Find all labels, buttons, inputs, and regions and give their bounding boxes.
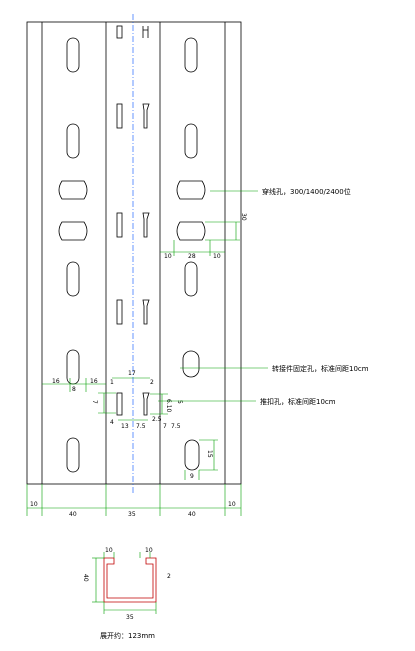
label-unfold-width: 展开约：123mm xyxy=(100,631,155,640)
dim-bottom-center: 35 xyxy=(128,511,136,518)
dim-section-top-left: 10 xyxy=(105,547,113,554)
dim-mid-b: 16 xyxy=(90,378,98,385)
dim-slot-w1: 1 xyxy=(110,379,114,386)
dim-right-d: 2.5 xyxy=(152,416,162,423)
center-slots xyxy=(116,25,150,416)
dim-slot-h1: 7 xyxy=(91,400,98,404)
dim-bottom-right: 40 xyxy=(188,511,196,518)
dim-right-e: 7 xyxy=(163,423,167,430)
dim-bottom-left: 40 xyxy=(69,511,77,518)
dim-bottom-margin-right: 10 xyxy=(228,501,236,508)
dim-slot-w2: 13 xyxy=(121,423,129,430)
wire-hole-dimensions: 10 28 10 30 xyxy=(160,190,258,260)
dim-section-height: 40 xyxy=(82,574,89,582)
dim-right-c: 6.10 xyxy=(165,399,172,413)
label-wire-hole: 穿线孔，300/1400/2400位 xyxy=(262,187,351,196)
dim-wire-left: 10 xyxy=(164,253,172,260)
middle-dimensions: 16 16 8 7 17 1 4 13 7.5 2 6.10 5 2.5 7 7… xyxy=(42,367,268,430)
lower-slot-dimensions: 15 9 xyxy=(184,439,218,480)
dim-slot-w3: 7.5 xyxy=(136,423,146,430)
plate-outline xyxy=(26,14,242,494)
dim-slot-top: 17 xyxy=(128,370,136,377)
dim-section-width: 35 xyxy=(126,614,134,621)
dim-right-b: 5 xyxy=(176,400,183,404)
left-slots xyxy=(66,37,80,473)
dim-lower-h: 15 xyxy=(206,450,213,458)
label-locator-hole: 推扣孔，标准间距10cm xyxy=(260,397,336,406)
dim-mid-c: 8 xyxy=(72,386,76,393)
dim-bottom-margin-left: 10 xyxy=(30,501,38,508)
dim-lower-w: 9 xyxy=(190,473,194,480)
dim-slot-h2: 4 xyxy=(110,419,114,426)
dim-section-thickness: 2 xyxy=(167,573,171,580)
dim-wire-right: 10 xyxy=(213,253,221,260)
label-connector-hole: 转接件固定孔，标准间距10cm xyxy=(272,364,369,373)
right-slots xyxy=(182,37,200,471)
dim-mid-a: 16 xyxy=(52,378,60,385)
dim-wire-width: 28 xyxy=(188,253,196,260)
bottom-dimensions: 10 40 35 40 10 xyxy=(26,484,242,518)
cross-section: 10 10 40 35 2 xyxy=(82,547,171,621)
dim-right-a: 2 xyxy=(150,379,154,386)
dim-wire-height: 30 xyxy=(240,213,247,221)
wire-holes xyxy=(58,180,206,241)
dim-section-top-right: 10 xyxy=(145,547,153,554)
dim-right-f: 7.5 xyxy=(171,423,181,430)
